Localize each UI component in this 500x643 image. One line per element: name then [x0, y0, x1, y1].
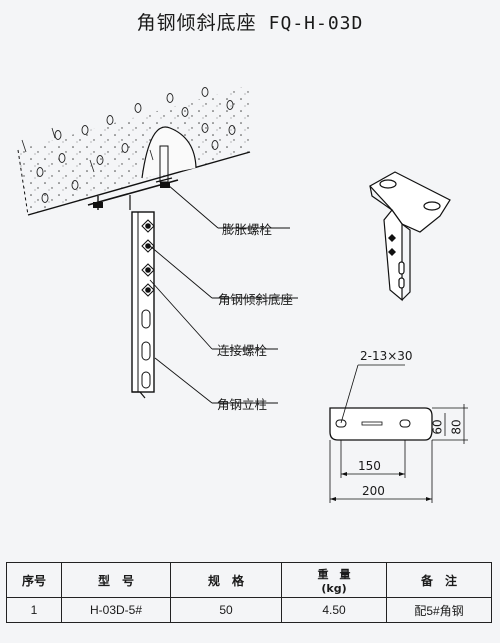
- label-connecting-bolt: 连接螺栓: [217, 343, 268, 358]
- dim-80: 80: [449, 419, 464, 435]
- leader-lines: [149, 184, 298, 404]
- label-angle-column: 角钢立柱: [217, 397, 268, 412]
- angle-base-plate: [87, 179, 179, 210]
- technical-drawing: [17, 85, 468, 503]
- cell-remark: 配5#角钢: [386, 597, 492, 623]
- cell-weight: 4.50: [281, 597, 387, 623]
- cell-spec: 50: [170, 597, 282, 623]
- base-plate-plan-view: [329, 364, 468, 503]
- dim-holes: 2-13×30: [360, 349, 413, 363]
- cell-model: H-03D-5#: [61, 597, 171, 623]
- connecting-bolts: [141, 219, 155, 297]
- dim-200: 200: [362, 484, 385, 498]
- angle-column: [131, 211, 155, 399]
- label-expansion-bolt: 膨胀螺栓: [222, 222, 273, 237]
- spec-table: 序号 型 号 规 格 重 量 (kg) 备 注 1 H-03D-5# 50 4.…: [6, 562, 492, 623]
- header-model: 型 号: [61, 562, 171, 598]
- dim-150: 150: [358, 459, 381, 473]
- spec-header-row: 序号 型 号 规 格 重 量 (kg) 备 注: [6, 562, 492, 598]
- header-spec: 规 格: [170, 562, 282, 598]
- header-weight: 重 量 (kg): [281, 562, 387, 598]
- cell-no: 1: [6, 597, 62, 623]
- title-code: FQ-H-03D: [268, 13, 364, 34]
- header-remark: 备 注: [386, 562, 492, 598]
- bracket-isometric-view: [369, 171, 451, 302]
- title-main: 角钢倾斜底座: [136, 12, 257, 34]
- header-weight-unit: (kg): [321, 581, 347, 595]
- drawing-title: 角钢倾斜底座 FQ-H-03D: [0, 8, 500, 35]
- concrete-slab: [17, 85, 251, 216]
- dim-60: 60: [430, 419, 445, 435]
- header-weight-label: 重 量: [317, 567, 351, 581]
- table-row: 1 H-03D-5# 50 4.50 配5#角钢: [6, 597, 492, 623]
- header-no: 序号: [6, 562, 62, 598]
- label-angle-base: 角钢倾斜底座: [218, 292, 294, 307]
